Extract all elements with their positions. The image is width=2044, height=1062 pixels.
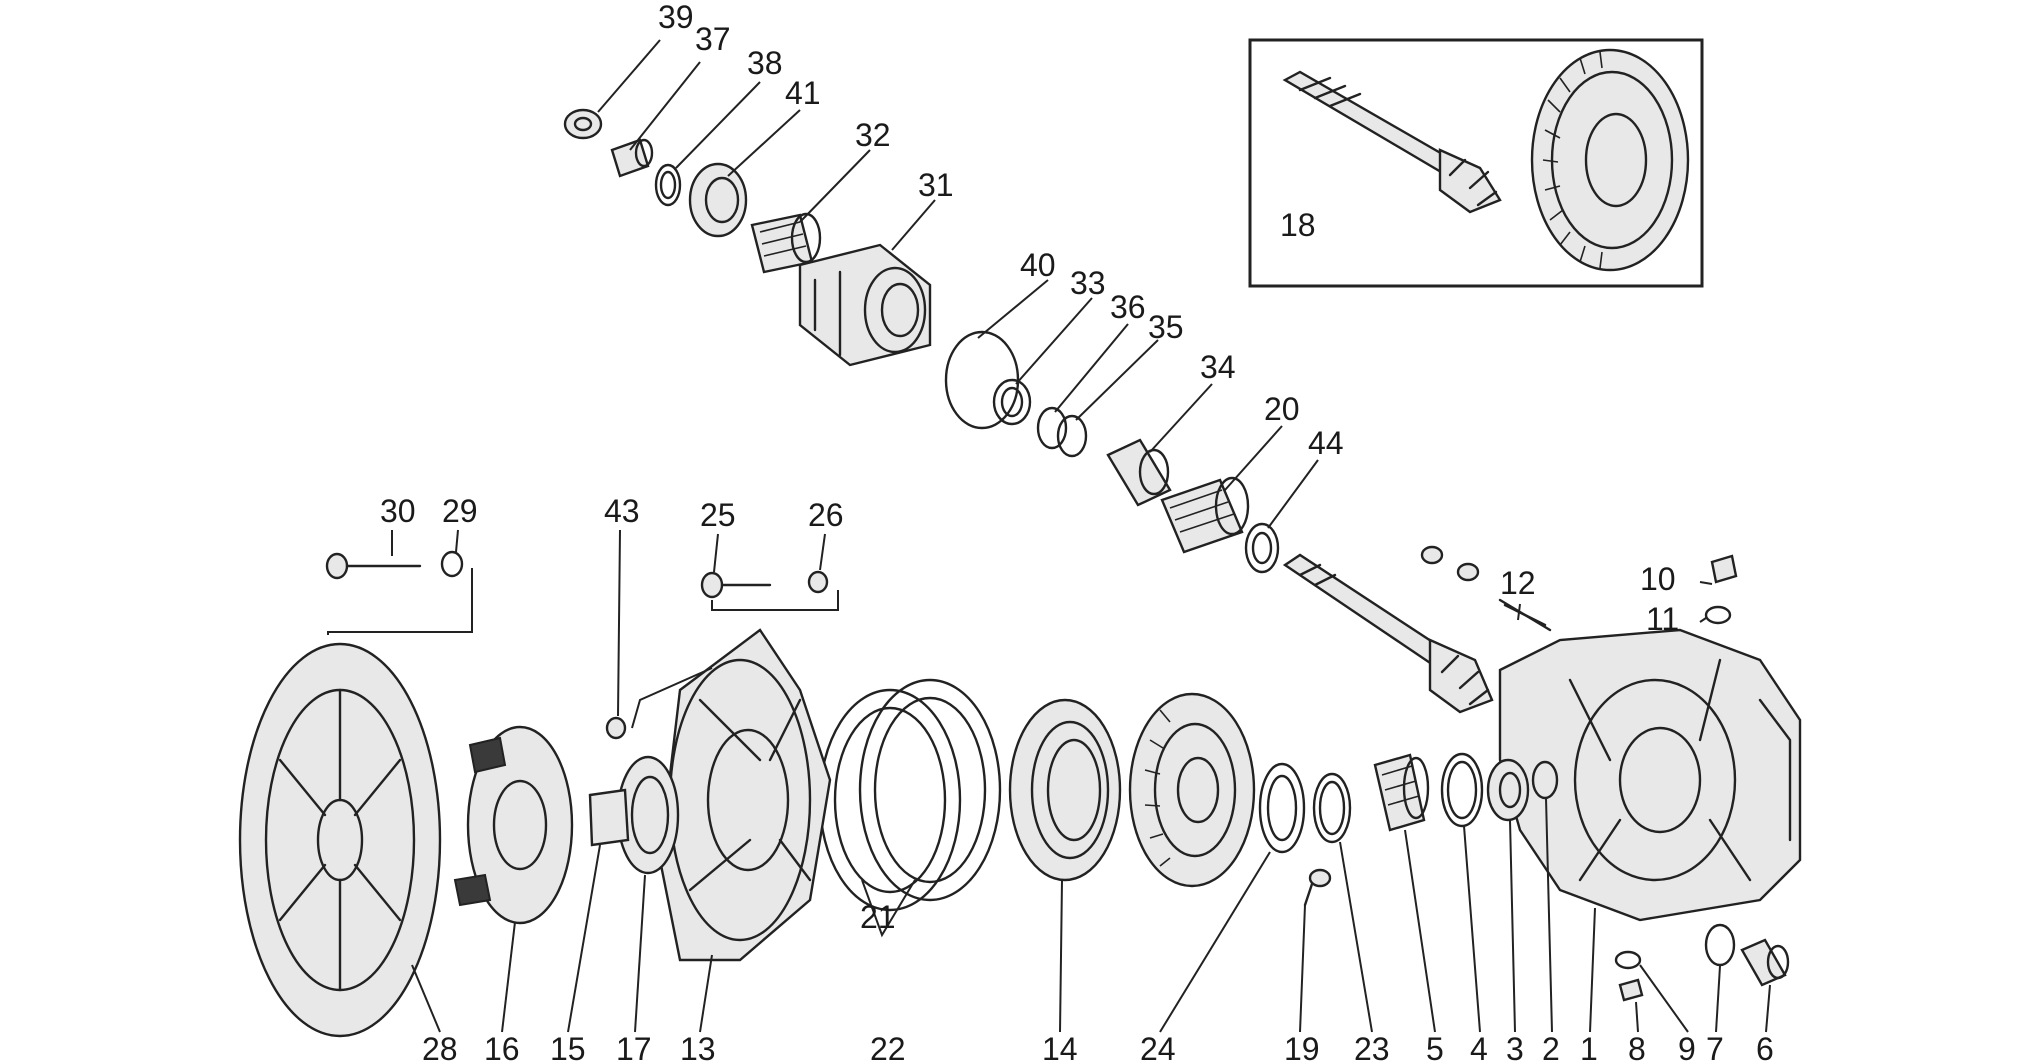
inset-box-part-18 [1248, 38, 1704, 288]
part-41-seal [688, 162, 748, 238]
part-37-spacer [610, 138, 654, 178]
inset-frame [1248, 38, 1704, 288]
bracket-lines [327, 568, 916, 938]
part-30-bolt [325, 552, 422, 580]
callout-34: 34 [1200, 349, 1236, 385]
part-5-bearing [1373, 753, 1430, 832]
part-13-wheel-hub [658, 628, 832, 962]
part-1-gearbox-housing [1498, 628, 1802, 922]
callout-20: 20 [1264, 391, 1300, 427]
part-23-shim [1312, 772, 1352, 844]
callout-5: 5 [1426, 1031, 1444, 1062]
callout-36: 36 [1110, 289, 1146, 325]
part-16-flange [453, 725, 574, 925]
part-19-screw [1303, 868, 1332, 907]
crown-gear [1128, 692, 1256, 888]
part-11-washer [1704, 605, 1732, 625]
callout-41: 41 [785, 75, 821, 111]
callout-2: 2 [1542, 1031, 1560, 1062]
callout-37: 37 [695, 21, 731, 57]
part-2-washer [1531, 760, 1559, 800]
callout-30: 30 [380, 493, 416, 529]
part-38-washer [654, 163, 682, 207]
part-44-washer [1244, 522, 1280, 574]
callout-13: 13 [680, 1031, 716, 1062]
callout-7: 7 [1706, 1031, 1724, 1062]
leader-lines [391, 39, 1771, 1033]
callout-10: 10 [1640, 561, 1676, 597]
part-25-bolt [700, 571, 772, 599]
part-4-ring [1440, 752, 1484, 828]
callout-23: 23 [1354, 1031, 1390, 1062]
part-12-stud [1498, 598, 1552, 632]
callout-39: 39 [658, 0, 694, 35]
callout-14: 14 [1042, 1031, 1078, 1062]
inset-crown-gear [1530, 48, 1690, 272]
callout-17: 17 [616, 1031, 652, 1062]
callout-9: 9 [1678, 1031, 1696, 1062]
callout-22: 22 [870, 1031, 906, 1062]
part-14-bearing [1008, 698, 1122, 882]
callout-21: 21 [860, 899, 896, 935]
upper-nuts [1420, 545, 1480, 582]
callout-16: 16 [484, 1031, 520, 1062]
callout-19: 19 [1284, 1031, 1320, 1062]
part-33-washer [992, 378, 1032, 426]
callout-25: 25 [700, 497, 736, 533]
part-3-seal [1486, 758, 1530, 822]
part-31-housing [798, 243, 932, 367]
callout-29: 29 [442, 493, 478, 529]
part-35-shim [1056, 414, 1088, 458]
callouts: 39 37 38 41 32 31 18 40 33 36 35 34 20 4… [380, 0, 1774, 1062]
part-39-nut [563, 108, 603, 140]
callout-44: 44 [1308, 425, 1344, 461]
callout-12: 12 [1500, 565, 1536, 601]
callout-33: 33 [1070, 265, 1106, 301]
callout-1: 1 [1580, 1031, 1598, 1062]
part-15-spacer [588, 788, 630, 847]
callout-38: 38 [747, 45, 783, 81]
part-21-rings [818, 678, 1002, 912]
callout-28: 28 [422, 1031, 458, 1062]
part-34-spacer [1106, 438, 1172, 507]
callout-35: 35 [1148, 309, 1184, 345]
part-29-washer [440, 550, 464, 578]
callout-31: 31 [918, 167, 954, 203]
callout-6: 6 [1756, 1031, 1774, 1062]
part-8-bolt [1618, 978, 1644, 1002]
part-26-nut [807, 570, 829, 594]
callout-11: 11 [1646, 601, 1679, 637]
callout-40: 40 [1020, 247, 1056, 283]
callout-3: 3 [1506, 1031, 1524, 1062]
callout-18: 18 [1280, 207, 1316, 243]
part-20-bearing [1160, 476, 1250, 554]
callout-32: 32 [855, 117, 891, 153]
callout-43: 43 [604, 493, 640, 529]
part-9-washer [1614, 950, 1642, 970]
inset-pinion-shaft [1282, 70, 1502, 214]
part-24-washer [1258, 762, 1306, 854]
part-7-oring [1704, 923, 1736, 967]
callout-4: 4 [1470, 1031, 1488, 1062]
part-43-nut [605, 716, 627, 740]
part-36-shim [1036, 406, 1068, 450]
part-6-plug [1740, 938, 1790, 987]
callout-24: 24 [1140, 1031, 1176, 1062]
part-10-screw [1710, 554, 1738, 584]
part-28-brake-disc [238, 642, 442, 1038]
callout-26: 26 [808, 497, 844, 533]
callout-15: 15 [550, 1031, 586, 1062]
callout-8: 8 [1628, 1031, 1646, 1062]
pinion-shaft [1282, 553, 1494, 714]
